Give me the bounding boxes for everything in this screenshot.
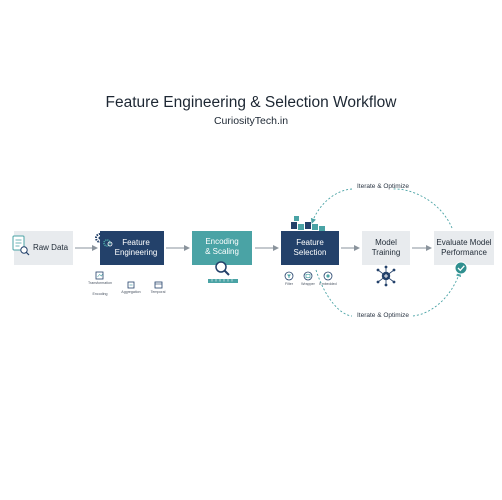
model-training-label: Model Training [371, 238, 401, 257]
iterate-optimize-bottom-label: Iterate & Optimize [357, 312, 410, 319]
encoding-scaling-box: Encoding & Scaling [192, 231, 252, 265]
evaluate-model-box: Evaluate Model Performance [434, 231, 494, 265]
model-training-box: Model Training [362, 231, 410, 265]
fe-sub-temporal: Temporal [150, 290, 166, 294]
filter-icon [284, 271, 294, 281]
loop-bottom-arc [315, 270, 460, 317]
scale-ruler-icon [208, 279, 238, 283]
embedded-icon [323, 271, 333, 281]
feature-engineering-label: Feature Engineering [114, 238, 158, 257]
diagram-subtitle: CuriosityTech.in [213, 115, 289, 127]
feature-engineering-box: Feature Engineering [100, 231, 164, 265]
magnifier-icon [215, 261, 230, 276]
fs-sub-embedded: Embedded [319, 282, 337, 286]
fe-sub-transformation: Transformation [87, 281, 113, 285]
neural-network-icon [376, 265, 396, 287]
fs-sub-filter: Filter [285, 282, 293, 286]
wrapper-icon [303, 271, 313, 281]
fe-sub-aggregation: Aggregation [121, 290, 141, 294]
evaluate-model-label: Evaluate Model Performance [436, 238, 492, 257]
feature-selection-label: Feature Selection [293, 238, 327, 257]
temporal-icon [154, 281, 163, 289]
encoding-scaling-label: Encoding & Scaling [205, 237, 239, 256]
document-icon [12, 235, 30, 256]
fe-sub-encoding: Encoding [92, 292, 108, 296]
fs-sub-wrapper: Wrapper [301, 282, 315, 286]
gears-icon [95, 233, 113, 247]
raw-data-label: Raw Data [32, 243, 69, 252]
transformation-icon [95, 271, 104, 280]
loop-top-arc [312, 188, 453, 228]
selection-blocks-icon [291, 216, 325, 231]
aggregation-icon [127, 281, 135, 289]
feature-selection-box: Feature Selection [281, 231, 339, 265]
iterate-optimize-top-label: Iterate & Optimize [357, 183, 410, 190]
check-badge-icon [454, 261, 468, 275]
diagram-title: Feature Engineering & Selection Workflow [105, 94, 397, 111]
